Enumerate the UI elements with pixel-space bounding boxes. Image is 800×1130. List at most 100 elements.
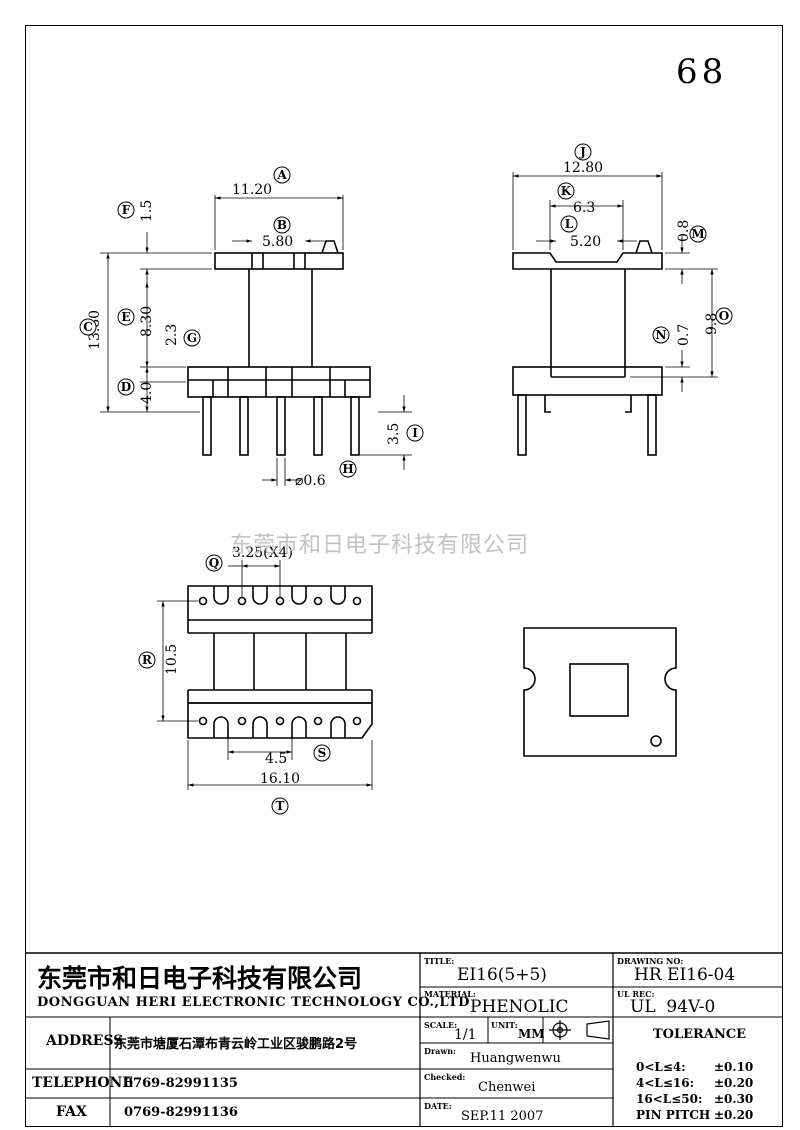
dim-t-value: 16.10 bbox=[260, 771, 300, 787]
label-a: A bbox=[273, 166, 291, 184]
dim-n-value: 0.7 bbox=[676, 324, 692, 346]
tolerance-value-1: ±0.10 bbox=[714, 1060, 754, 1074]
dim-g-value: 2.3 bbox=[164, 324, 180, 346]
side-view bbox=[512, 240, 663, 456]
label-h: H bbox=[339, 460, 357, 478]
material-label: MATERIAL: bbox=[424, 989, 476, 999]
dim-h-value: ⌀0.6 bbox=[295, 473, 326, 489]
dim-i-value: 3.5 bbox=[386, 423, 402, 445]
label-q: Q bbox=[205, 554, 223, 572]
drawing-sheet-border bbox=[25, 25, 783, 1127]
address-label: ADDRESS bbox=[46, 1033, 124, 1049]
unit-value: MM bbox=[518, 1027, 545, 1041]
drawing-no-label: DRAWING NO: bbox=[617, 956, 684, 966]
label-t: T bbox=[271, 797, 289, 815]
svg-text:D: D bbox=[121, 380, 131, 394]
projection-symbol-icon bbox=[549, 1020, 610, 1040]
tolerance-range-3: 16<L≤50: bbox=[636, 1092, 703, 1106]
top-view bbox=[523, 627, 677, 757]
dim-a-value: 11.20 bbox=[232, 182, 272, 198]
tolerance-range-2: 4<L≤16: bbox=[636, 1076, 695, 1090]
tolerance-range-4: PIN PITCH bbox=[636, 1108, 711, 1122]
tolerance-range-1: 0<L≤4: bbox=[636, 1060, 686, 1074]
material-value: PHENOLIC bbox=[470, 997, 569, 1017]
company-name-cn: 东莞市和日电子科技有限公司 bbox=[37, 964, 363, 993]
side-view-dimensions bbox=[512, 172, 718, 392]
svg-text:T: T bbox=[276, 799, 285, 813]
svg-text:C: C bbox=[83, 320, 93, 334]
svg-text:F: F bbox=[122, 203, 131, 217]
label-d: D bbox=[117, 378, 135, 396]
watermark-text: 东莞市和日电子科技有限公司 bbox=[230, 533, 530, 558]
dim-r-value: 10.5 bbox=[164, 644, 180, 675]
dim-l-value: 5.20 bbox=[570, 234, 601, 250]
tolerance-value-3: ±0.30 bbox=[714, 1092, 754, 1106]
svg-text:J: J bbox=[579, 145, 586, 159]
dim-e-value: 8.30 bbox=[139, 306, 155, 337]
dim-m-value: 0.8 bbox=[676, 220, 692, 242]
address-value: 东莞市塘厦石潭布青云岭工业区骏鹏路2号 bbox=[114, 1037, 358, 1052]
label-f: F bbox=[117, 201, 135, 219]
label-r: R bbox=[138, 651, 156, 669]
drawing-no-value: HR EI16-04 bbox=[634, 965, 736, 985]
svg-text:L: L bbox=[565, 217, 574, 231]
svg-text:K: K bbox=[561, 184, 572, 198]
front-view-dimensions bbox=[100, 195, 412, 486]
front-view bbox=[187, 240, 371, 456]
fax-label: FAX bbox=[56, 1104, 87, 1120]
svg-text:M: M bbox=[691, 227, 704, 241]
dim-d-value: 4.0 bbox=[139, 382, 155, 404]
drawn-label: Drawn: bbox=[424, 1046, 456, 1056]
dim-k-value: 6.3 bbox=[573, 200, 595, 216]
label-m: M bbox=[689, 225, 707, 243]
label-b: B bbox=[273, 216, 291, 234]
svg-text:Q: Q bbox=[209, 556, 219, 570]
tolerance-value-4: ±0.20 bbox=[714, 1108, 754, 1122]
svg-text:S: S bbox=[318, 746, 327, 760]
svg-text:E: E bbox=[121, 310, 130, 324]
label-g: G bbox=[183, 329, 201, 347]
svg-text:O: O bbox=[719, 309, 729, 323]
label-l: L bbox=[560, 215, 578, 233]
dimension-values: 11.20 5.80 13.80 4.0 8.30 1.5 2.3 ⌀0.6 3… bbox=[87, 160, 720, 787]
label-n: N bbox=[652, 326, 670, 344]
title-block-grid bbox=[25, 952, 783, 1127]
svg-text:I: I bbox=[412, 426, 418, 440]
label-k: K bbox=[557, 182, 575, 200]
tolerance-label: TOLERANCE bbox=[653, 1027, 747, 1042]
bottom-view-dimensions bbox=[157, 560, 373, 790]
svg-text:B: B bbox=[277, 218, 287, 232]
title-label: TITLE: bbox=[424, 956, 455, 966]
telephone-label: TELEPHONE bbox=[32, 1075, 134, 1091]
dim-f-value: 1.5 bbox=[139, 200, 155, 222]
fax-value: 0769-82991136 bbox=[124, 1105, 238, 1120]
svg-text:H: H bbox=[342, 462, 353, 476]
dim-q-value: 3.25(X4) bbox=[232, 545, 293, 561]
dim-b-value: 5.80 bbox=[262, 234, 293, 250]
svg-text:N: N bbox=[656, 328, 667, 342]
drawn-value: Huangwenwu bbox=[470, 1051, 561, 1066]
date-value: SEP.11 2007 bbox=[461, 1109, 544, 1124]
unit-label: UNIT: bbox=[491, 1020, 518, 1030]
label-e: E bbox=[117, 308, 135, 326]
label-s: S bbox=[313, 744, 331, 762]
label-j: J bbox=[574, 143, 592, 161]
svg-text:R: R bbox=[142, 653, 153, 667]
bottom-view bbox=[187, 585, 373, 739]
dimension-labels: A B C D E F G H I J K L M N O Q R S T bbox=[79, 143, 733, 815]
scale-label: SCALE: bbox=[424, 1020, 458, 1030]
label-o: O bbox=[715, 307, 733, 325]
dim-s-value: 4.5 bbox=[265, 751, 287, 767]
ul-rec-label: UL REC: bbox=[617, 989, 655, 999]
page-number: 68 bbox=[676, 52, 728, 92]
telephone-value: 0769-82991135 bbox=[124, 1076, 238, 1091]
label-c: C bbox=[79, 318, 97, 336]
checked-value: Chenwei bbox=[478, 1080, 536, 1095]
company-name-en: DONGGUAN HERI ELECTRONIC TECHNOLOGY CO.,… bbox=[37, 995, 470, 1010]
svg-text:A: A bbox=[276, 168, 287, 182]
dim-j-value: 12.80 bbox=[563, 160, 603, 176]
label-i: I bbox=[406, 424, 424, 442]
ul-rec-value: UL 94V-0 bbox=[630, 997, 716, 1017]
svg-text:G: G bbox=[187, 331, 197, 345]
